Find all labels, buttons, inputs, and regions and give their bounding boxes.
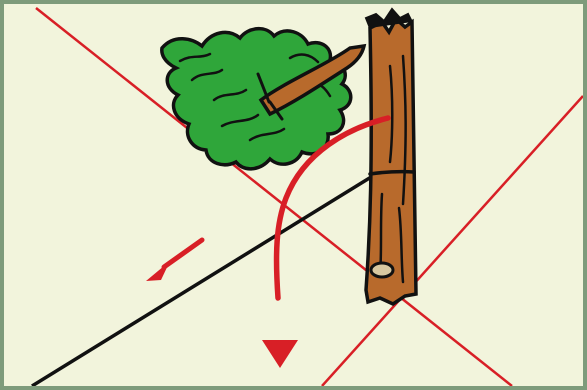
diagonal-arrow-shaft	[164, 240, 202, 267]
trunk-knot	[371, 263, 393, 277]
diagonal-arrow-icon	[146, 240, 202, 281]
broken-tree-icon	[162, 9, 416, 304]
ground-line	[32, 174, 376, 386]
diagram-canvas	[4, 4, 583, 386]
fall-arrow-head	[262, 340, 298, 368]
red-diagonal-line-2	[322, 96, 583, 386]
